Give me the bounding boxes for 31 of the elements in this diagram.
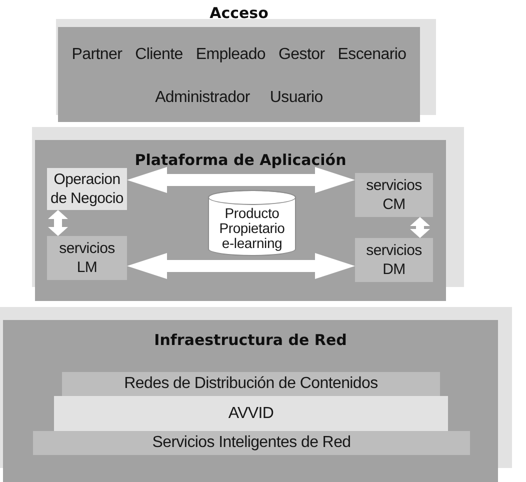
role-label: Escenario: [338, 45, 406, 65]
double-arrow: [127, 253, 355, 279]
layer-panel: [35, 140, 446, 301]
layer-title: Acceso: [210, 4, 268, 22]
stack-layer-bar: [33, 431, 470, 455]
service-box: [47, 236, 127, 280]
role-label: Empleado: [196, 45, 266, 65]
role-label: Usuario: [270, 88, 323, 108]
double-arrow: [48, 210, 68, 236]
layer-title: Plataforma de Aplicación: [134, 151, 346, 169]
role-label: Administrador: [155, 88, 250, 108]
role-label: Gestor: [278, 45, 325, 65]
database-cylinder: [208, 190, 296, 256]
service-box: [355, 238, 433, 282]
box-label: servicios CM: [365, 176, 423, 214]
box-label: servicios DM: [365, 241, 423, 279]
bar-label: Redes de Distribución de Contenidos: [124, 374, 378, 394]
double-arrow: [127, 167, 355, 193]
layer-panel: [3, 320, 498, 482]
box-label: servicios LM: [58, 239, 116, 277]
role-label: Partner: [72, 45, 122, 65]
stack-layer-bar: [54, 396, 448, 431]
bar-label: Servicios Inteligentes de Red: [152, 433, 351, 453]
cylinder-label: Producto Propietario e-learning: [218, 206, 286, 250]
service-box: [355, 173, 433, 217]
bar-label: AVVID: [228, 404, 274, 424]
stack-layer-bar: [62, 372, 440, 396]
layer-title: Infraestructura de Red: [154, 331, 347, 349]
double-arrow: [410, 217, 430, 238]
box-label: Operacion de Negocio: [50, 170, 124, 208]
role-label: Cliente: [135, 45, 183, 65]
